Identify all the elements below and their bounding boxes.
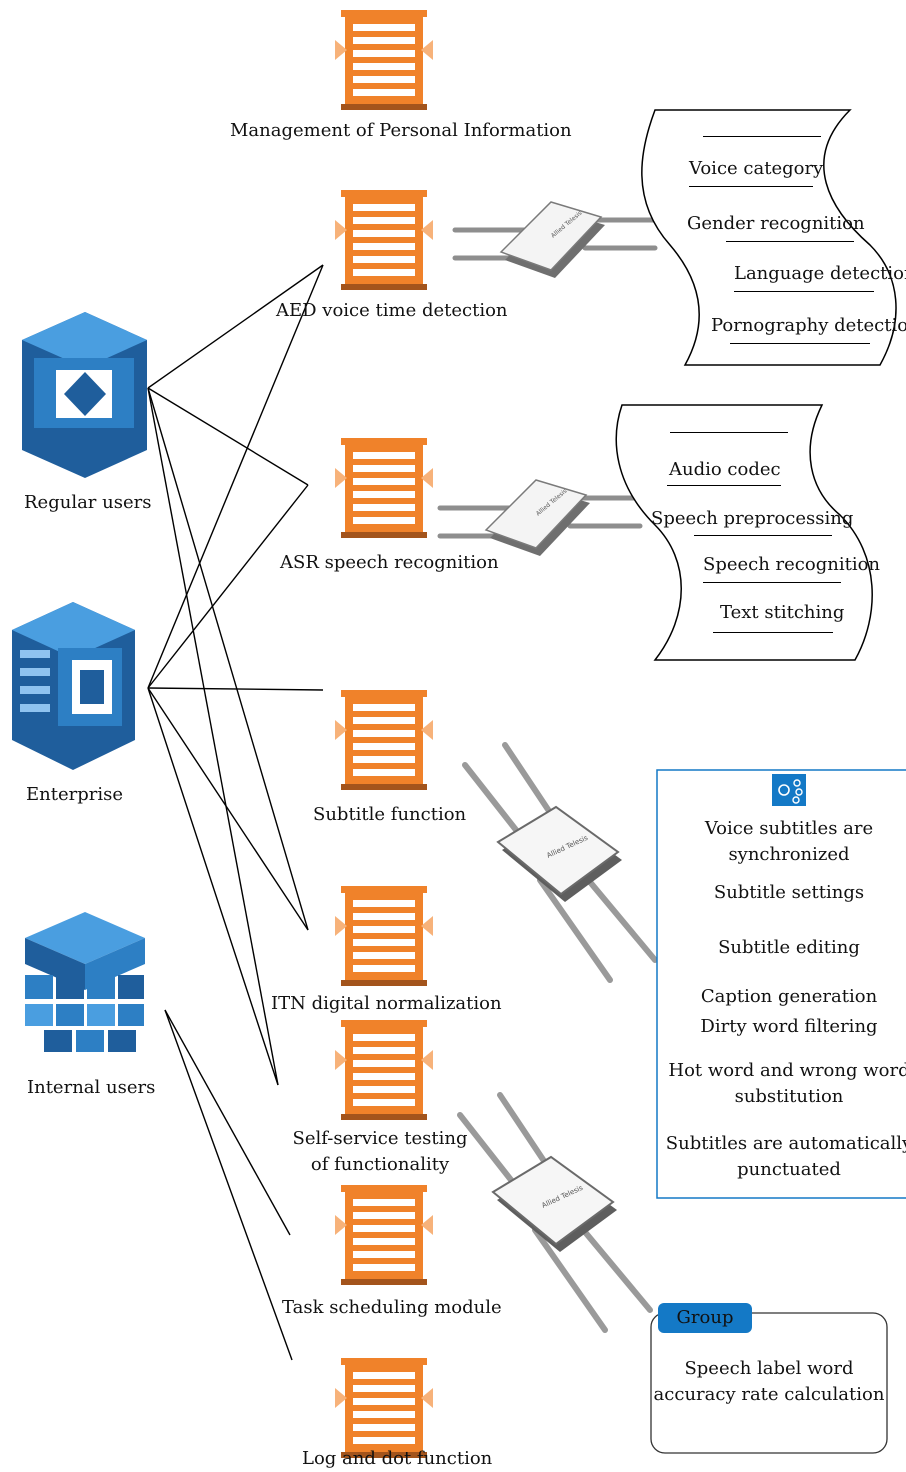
module-label-log: Log and dot function [302,1448,493,1469]
regular-users-icon [22,312,147,478]
server-icon-personal-info [335,10,433,110]
enterprise-label: Enterprise [26,784,123,805]
module-label-task-scheduling: Task scheduling module [282,1297,502,1318]
server-icon-task-scheduling [335,1185,433,1285]
asr-item-audio-codec: Audio codec [669,459,781,480]
group-tag: Group [658,1303,752,1333]
aed-item-pornography-detection: Pornography detection [711,315,906,336]
asr-item-speech-recognition: Speech recognition [703,554,881,575]
aed-item-voice-category: Voice category [689,158,824,179]
group-panel-box [650,1312,888,1454]
router-icon-asr [440,480,650,556]
server-icon-self-service [335,1020,433,1120]
subtitle-item-caption-generation: Caption generation [700,986,878,1007]
connection-lines [147,264,324,1361]
subtitle-item-punctuated: Subtitles are automatically punctuated [665,1133,906,1180]
asr-item-speech-preprocessing: Speech preprocessing [651,508,854,529]
subtitle-item-sync: Voice subtitles are synchronized [704,818,874,865]
internal-users-icon [25,912,145,1052]
asr-panel-shape [615,404,873,661]
internal-users-label: Internal users [27,1077,156,1098]
group-panel-text: Speech label word accuracy rate calculat… [653,1358,885,1405]
server-icon-itn [335,886,433,986]
subtitle-item-editing: Subtitle editing [718,937,860,958]
subtitle-item-dirty-word: Dirty word filtering [700,1016,878,1037]
aed-panel-shape [641,109,897,366]
server-icon-asr [335,438,433,538]
aed-item-language-detection: Language detection [734,263,906,284]
router-icon-subtitle [465,745,655,980]
subtitle-item-settings: Subtitle settings [713,882,865,903]
module-label-aed: AED voice time detection [276,300,508,321]
module-label-itn: ITN digital normalization [271,993,502,1014]
regular-users-label: Regular users [24,492,152,513]
module-label-subtitle: Subtitle function [313,804,467,825]
subtitle-panel-box [656,769,906,1199]
module-label-self-service: Self-service testing of functionality [292,1128,468,1175]
server-icon-subtitle [335,690,433,790]
asr-panel-heading-line [670,432,788,433]
module-label-personal-info: Management of Personal Information [230,120,572,141]
server-icon-aed [335,190,433,290]
aed-item-gender-recognition: Gender recognition [687,213,865,234]
aed-panel-heading-line [703,136,821,137]
server-icon-log [335,1358,433,1458]
asr-item-text-stitching: Text stitching [720,602,845,623]
subtitle-item-hot-word: Hot word and wrong word substitution [668,1060,906,1107]
module-label-asr: ASR speech recognition [280,552,499,573]
enterprise-icon [12,602,135,770]
router-icon-aed [455,202,665,278]
